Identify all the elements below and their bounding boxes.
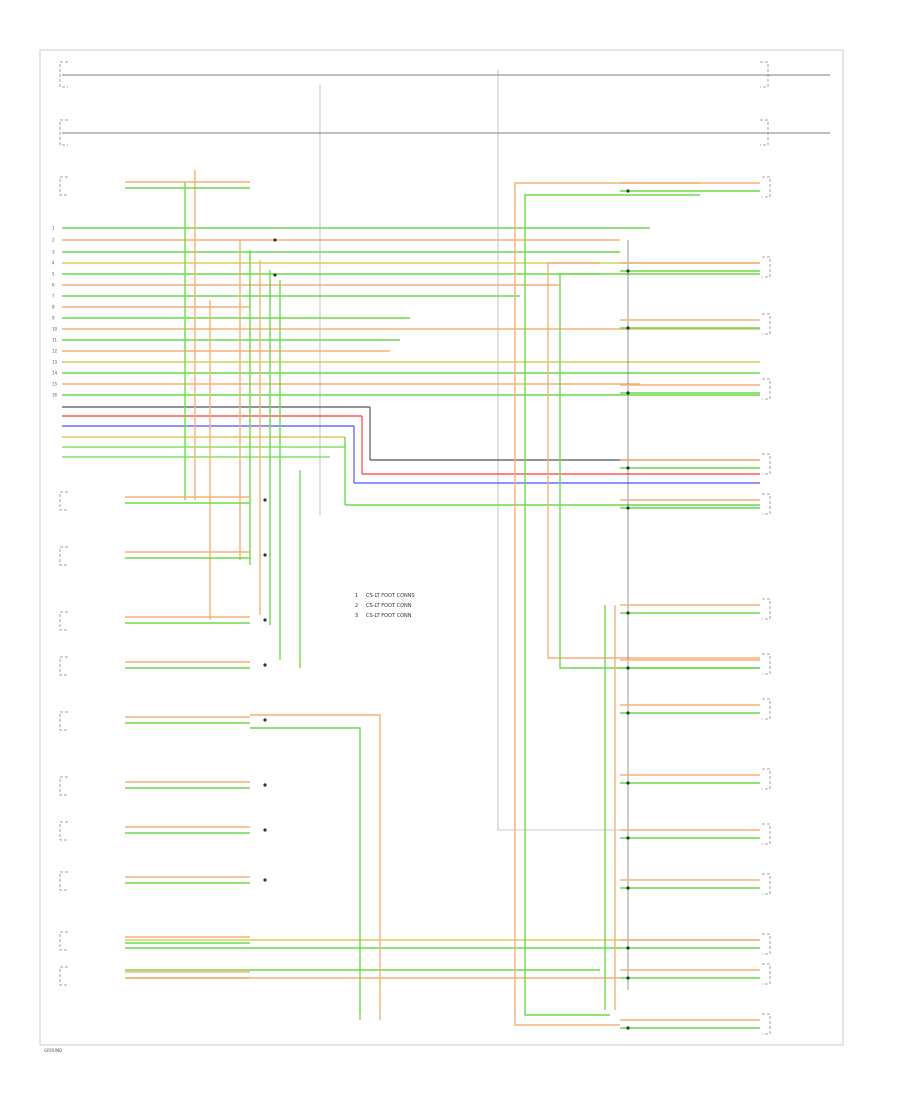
right-green-trunk [524,194,700,1016]
right-splice-14 [626,976,630,980]
legend-text-1: CS-LT FOOT CONNS [366,593,415,599]
right-component-bracket-7 [762,598,771,620]
left-component-bracket-6 [59,711,68,731]
right-splice-13 [626,946,630,950]
left-component-bracket-11 [59,966,68,986]
right-splice-2 [626,269,630,273]
left-splice-1 [273,238,277,242]
left-splice-6 [263,663,267,667]
right-splice-1 [626,189,630,193]
left-splice-3 [263,498,267,502]
right-component-bracket-1 [762,176,771,198]
right-splice-3 [626,326,630,330]
bus-pin-14: 14 [52,371,58,376]
left-splice-7 [263,718,267,722]
legend-text-2: CS-LT FOOT CONN [366,603,412,609]
right-splice-7 [626,611,630,615]
legend-text-3: CS-LT FOOT CONN [366,613,412,619]
bus-pin-7: 7 [52,294,55,299]
bus-pin-12: 12 [52,349,58,354]
left-component-bracket-9 [59,871,68,891]
left-front-bracket [59,61,68,88]
right-splice-5 [626,466,630,470]
bus-pin-10: 10 [52,327,58,332]
right-splice-11 [626,836,630,840]
right-splice-4 [626,391,630,395]
right-splice-10 [626,781,630,785]
bus-pin-2: 2 [52,238,55,243]
right-component-bracket-2 [762,256,771,278]
bus-pin-1: 1 [52,226,55,231]
right-component-bracket-3 [762,313,771,335]
bus-pin-9: 9 [52,316,55,321]
right-splice-6 [626,506,630,510]
bus-pin-8: 8 [52,305,55,310]
left-component-bracket-1 [59,176,68,196]
bus-pin-5: 5 [52,272,55,277]
bus-pin-16: 16 [52,393,58,398]
right-component-bracket-11 [762,823,771,845]
ground-label: GROUND [44,1048,62,1053]
left-component-bracket-4 [59,611,68,631]
right-component-bracket-14 [762,963,771,985]
bus-pin-3: 3 [52,250,55,255]
left-splice-8 [263,783,267,787]
left-component-bracket-8 [59,821,68,841]
legend-num-3: 3 [355,613,358,619]
left-splice-5 [263,618,267,622]
left-splice-9 [263,828,267,832]
right-rear-bracket [760,119,769,146]
right-splice-12 [626,886,630,890]
right-component-bracket-12 [762,873,771,895]
left-component-bracket-2 [59,491,68,511]
left-splice-10 [263,878,267,882]
right-splice-8 [626,666,630,670]
right-component-bracket-15 [762,1013,771,1035]
passenger-door-bracket [760,61,769,88]
right-component-bracket-6 [762,493,771,515]
green-bottom-run [250,727,361,1020]
left-component-bracket-10 [59,931,68,951]
right-orange-trunk [514,182,700,1026]
right-orange-loop [547,262,760,659]
right-component-bracket-9 [762,698,771,720]
diagram-frame [39,49,844,1046]
right-green-loop [559,273,760,669]
right-component-bracket-10 [762,768,771,790]
left-component-bracket-5 [59,656,68,676]
left-splice-2 [273,273,277,277]
legend-num-2: 2 [355,603,358,609]
bus-pin-4: 4 [52,261,55,266]
bus-pin-6: 6 [52,283,55,288]
bus-pin-15: 15 [52,382,58,387]
left-splice-4 [263,553,267,557]
right-splice-15 [626,1026,630,1030]
legend: 1 CS-LT FOOT CONNS 2 CS-LT FOOT CONN 3 C… [355,593,415,619]
bus-pin-13: 13 [52,360,58,365]
wire-layer [62,70,830,1030]
right-component-bracket-4 [762,378,771,400]
right-component-bracket-13 [762,933,771,955]
left-component-bracket-7 [59,776,68,796]
right-front-bracket [59,119,68,146]
right-component-bracket-8 [762,653,771,675]
right-splice-9 [626,711,630,715]
bus-pin-11: 11 [52,338,58,343]
left-component-bracket-3 [59,546,68,566]
legend-num-1: 1 [355,593,358,599]
right-component-bracket-5 [762,453,771,475]
orange-bottom-run [250,714,381,1020]
